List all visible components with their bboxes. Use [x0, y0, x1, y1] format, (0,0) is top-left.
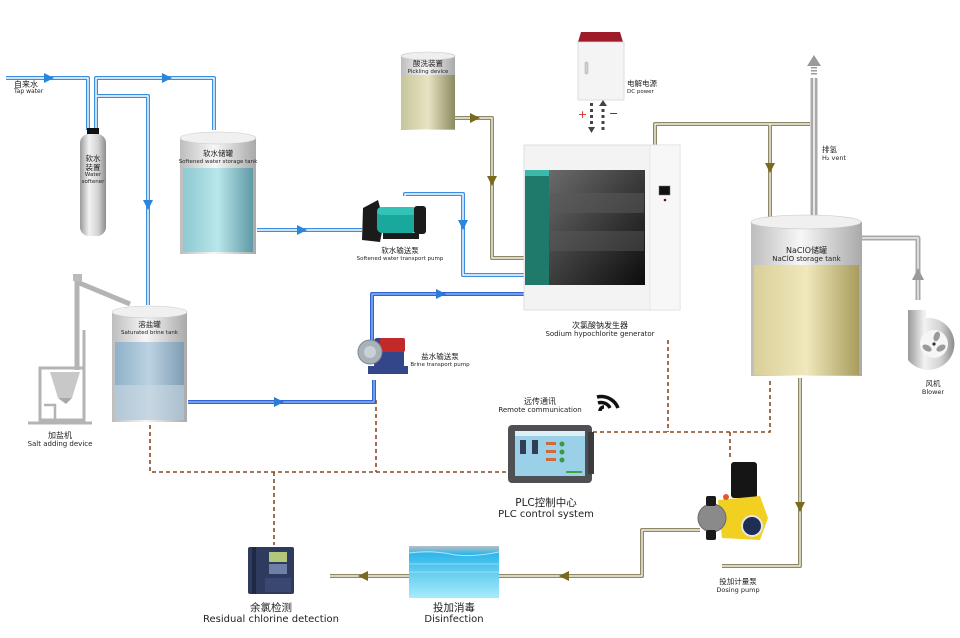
naclo-storage-tank[interactable]: [750, 214, 862, 376]
signal-lines: [149, 340, 771, 545]
residual-chlorine-detector[interactable]: [248, 547, 294, 594]
label-brine-pump: 盐水输送泵 Brine transport pump: [410, 352, 470, 368]
dosing-pump[interactable]: [697, 462, 768, 540]
arrow-down-icon: [458, 220, 468, 230]
arrow-right-icon: [436, 289, 446, 299]
label-naclo-tank: NaClO储罐 NaClO storage tank: [772, 246, 841, 264]
dc-power-cabinet[interactable]: [577, 32, 625, 101]
arrow-right-icon: [44, 73, 54, 83]
softened-water-pipes: [6, 76, 524, 305]
water-softener[interactable]: [80, 128, 106, 236]
water-flow-arrows: [44, 73, 468, 235]
hypochlorite-generator[interactable]: [523, 144, 681, 311]
label-tap-water: 自来水 Tap water: [14, 80, 44, 96]
saturated-brine-tank[interactable]: [111, 305, 188, 422]
arrow-down-icon: [487, 176, 497, 186]
label-disinfection: 投加消毒 Disinfection: [424, 602, 484, 626]
arrow-right-icon: [274, 397, 284, 407]
label-water-softener: 软水 装置 Water softener: [81, 154, 105, 185]
label-h2-vent: 排氢 H₂ vent: [822, 145, 847, 162]
brine-transport-pump[interactable]: [357, 338, 408, 374]
dc-connection-arrows: [588, 100, 607, 133]
label-remote-communication: 远传通讯 Remote communication: [498, 397, 582, 415]
arrow-left-icon: [358, 571, 368, 581]
label-salt-device: 加盐机 Salt adding device: [27, 431, 93, 449]
dc-minus-sign: −: [609, 107, 619, 120]
label-dosing-pump: 投加计量泵 Dosing pump: [716, 577, 760, 594]
label-brine-tank: 溶盐罐 Saturated brine tank: [120, 320, 178, 336]
arrow-down-icon: [588, 127, 595, 133]
label-blower: 风机 Blower: [921, 379, 945, 396]
arrow-up-icon: [807, 55, 821, 66]
arrow-up-icon: [599, 100, 607, 106]
product-flow-arrows: [358, 113, 805, 581]
arrow-up-icon: [912, 268, 924, 280]
pickling-device[interactable]: [400, 51, 456, 130]
plc-touch-panel[interactable]: [508, 425, 594, 483]
softened-water-pump[interactable]: [362, 200, 426, 242]
label-pickling: 酸洗装置 Pickling device: [407, 59, 449, 75]
salt-adding-device[interactable]: [28, 274, 131, 425]
arrow-down-icon: [143, 200, 153, 210]
fan-icon: [922, 331, 946, 352]
arrow-down-icon: [795, 502, 805, 512]
brine-flow-arrows: [274, 289, 446, 407]
arrow-left-icon: [559, 571, 569, 581]
brine-pipes: [188, 292, 524, 404]
label-dc-power: 电解电源 DC power: [627, 79, 657, 95]
disinfection-basin[interactable]: [408, 546, 500, 598]
label-residual-chlorine: 余氯检测 Residual chlorine detection: [203, 602, 339, 626]
softened-water-tank[interactable]: [179, 131, 257, 254]
arrow-right-icon: [470, 113, 480, 123]
label-generator: 次氯酸钠发生器 Sodium hypochlorite generator: [545, 321, 655, 339]
label-plc: PLC控制中心 PLC control system: [498, 497, 594, 521]
label-softened-pump: 软水输送泵 Softened water transport pump: [356, 246, 444, 262]
arrow-right-icon: [162, 73, 172, 83]
arrow-right-icon: [297, 225, 307, 235]
label-softened-tank: 软水储罐 Softened water storage tank: [178, 149, 258, 165]
blower[interactable]: [908, 310, 955, 370]
arrow-down-icon: [765, 163, 775, 173]
gas-vent-arrow: [807, 55, 924, 280]
dc-plus-sign: +: [578, 108, 588, 121]
wifi-icon: [596, 394, 620, 412]
